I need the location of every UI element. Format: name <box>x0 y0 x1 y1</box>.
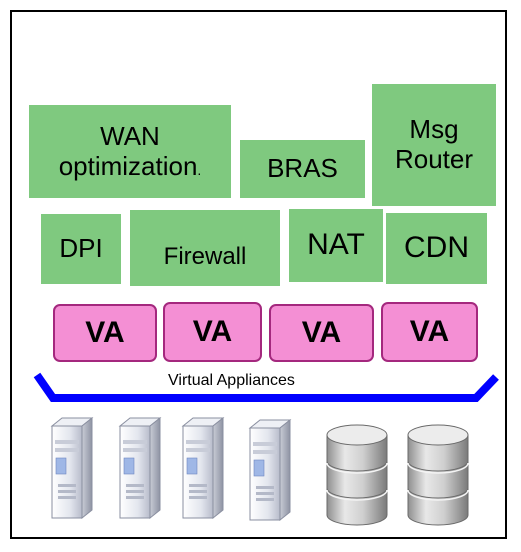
server-icon <box>51 417 93 519</box>
wan-optimization-box: WAN optimization. <box>29 105 231 198</box>
va-label-4: VA <box>409 315 450 348</box>
server-icon <box>182 417 224 519</box>
virtual-appliance-2: VA <box>163 302 262 362</box>
va-label-2: VA <box>192 315 233 348</box>
bras-label: BRAS <box>267 153 338 184</box>
va-label-1: VA <box>85 316 125 349</box>
wan-line1: WAN <box>100 120 160 151</box>
va-label-3: VA <box>301 316 342 349</box>
virtual-appliance-3: VA <box>269 304 374 362</box>
msg-line1: Msg <box>409 114 459 145</box>
msg-line2: Router <box>394 144 474 174</box>
server-icon <box>119 417 161 519</box>
msg-router-box: Msg Router <box>372 84 496 206</box>
firewall-label: Firewall <box>163 243 247 271</box>
cdn-label: CDN <box>404 231 469 265</box>
dpi-label: DPI <box>59 233 103 264</box>
database-icon <box>326 424 388 526</box>
firewall-box: Firewall <box>130 210 280 286</box>
nat-label: NAT <box>307 228 365 262</box>
virtual-appliances-caption: Virtual Appliances <box>164 372 299 390</box>
bras-box: BRAS <box>240 140 365 198</box>
server-icon <box>249 419 291 521</box>
virtual-appliance-1: VA <box>53 304 157 362</box>
cdn-box: CDN <box>386 213 487 284</box>
wan-suffix: . <box>197 161 202 178</box>
database-icon <box>407 424 469 526</box>
wan-line2: optimization <box>58 150 198 181</box>
dpi-box: DPI <box>41 214 121 284</box>
appliance-bracket <box>33 372 499 402</box>
nat-box: NAT <box>289 209 383 282</box>
virtual-appliance-4: VA <box>381 302 478 362</box>
